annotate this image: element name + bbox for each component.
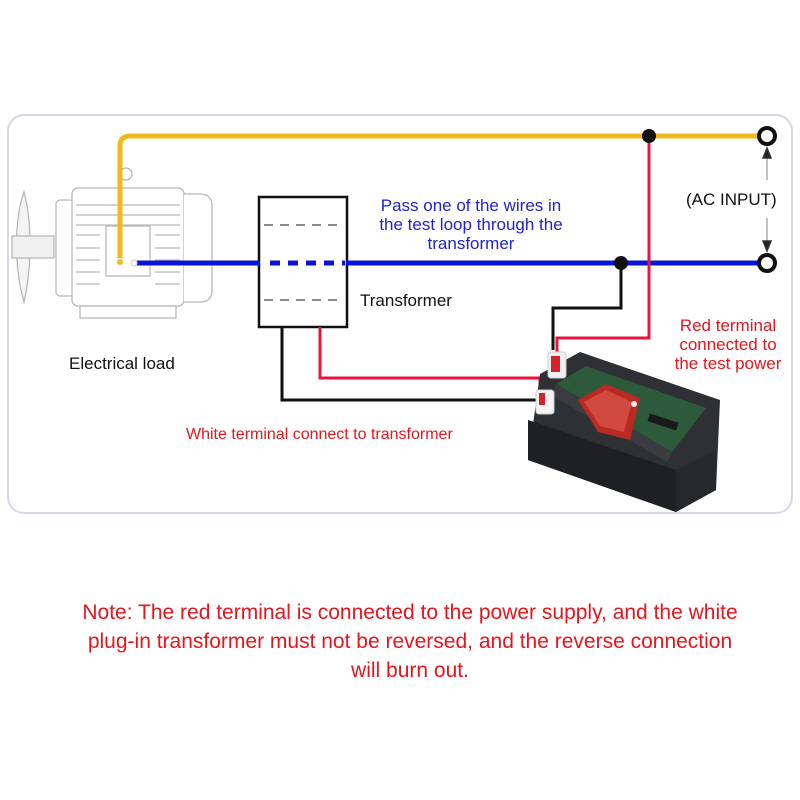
motor-icon — [11, 167, 213, 319]
warning-note: Note: The red terminal is connected to t… — [20, 598, 800, 685]
yellow-wire-motor-terminal — [116, 258, 124, 266]
red-wire-power — [555, 136, 651, 352]
red-terminal-line-2: connected to — [679, 335, 777, 354]
ac-input-arrows — [761, 145, 773, 254]
red-terminal-line-3: the test power — [674, 354, 782, 373]
pass-wire-line-3: transformer — [427, 234, 515, 253]
yellow-wire — [117, 133, 760, 262]
note-line-1: Note: The red terminal is connected to t… — [82, 601, 738, 624]
ac-input-terminal-bottom[interactable] — [757, 253, 777, 273]
junction-dot-yellow — [642, 129, 656, 143]
ac-input-label: (AC INPUT) — [686, 190, 777, 210]
pass-wire-label: Pass one of the wires in the test loop t… — [352, 196, 590, 253]
panel-meter-module — [528, 351, 720, 512]
junction-dot-blue — [614, 256, 628, 270]
ac-input-terminal-top[interactable] — [757, 126, 777, 146]
red-terminal-label: Red terminal connected to the test power — [662, 316, 794, 373]
note-line-2: plug-in transformer must not be reversed… — [87, 630, 733, 653]
blue-wire-motor-terminal — [130, 259, 138, 267]
black-wire-power — [551, 263, 623, 350]
red-terminal-line-1: Red terminal — [679, 316, 777, 335]
electrical-load-label: Electrical load — [69, 354, 175, 373]
white-terminal-label: White terminal connect to transformer — [186, 426, 453, 443]
pass-wire-line-2: the test loop through the — [379, 215, 563, 234]
transformer-label: Transformer — [360, 291, 452, 310]
note-line-3: will burn out. — [351, 659, 469, 682]
pass-wire-line-1: Pass one of the wires in — [380, 196, 562, 215]
black-wire-transformer — [280, 327, 546, 402]
